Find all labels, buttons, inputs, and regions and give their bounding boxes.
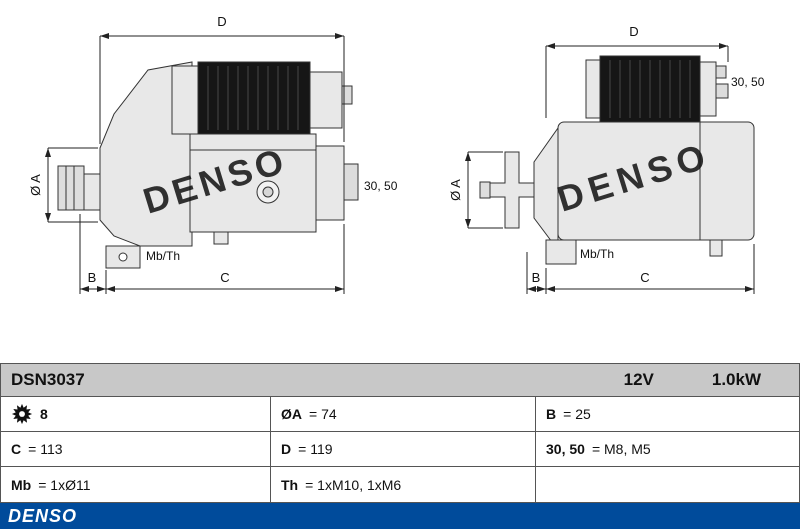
- gear-icon: [11, 403, 33, 425]
- spec-cell-teeth: 8: [1, 397, 271, 432]
- spec-label: 30, 50: [546, 441, 585, 457]
- spec-label: Th: [281, 476, 299, 493]
- dim-c-label-right: C: [640, 270, 649, 285]
- mbth-label-right: Mb/Th: [580, 247, 614, 261]
- spec-value: = M8, M5: [591, 441, 651, 457]
- rear-cap: [315, 145, 359, 221]
- dimension-d: D: [99, 14, 345, 144]
- part-number: DSN3037: [11, 370, 85, 389]
- spec-label: 8: [40, 406, 48, 422]
- technical-drawing: DENSO D Ø A B: [28, 14, 765, 294]
- right-dimensions: D Ø A B C 30, 50 Mb/Th: [448, 24, 765, 294]
- motor-body-right: [557, 121, 755, 257]
- brand-bar: DENSO: [0, 503, 800, 529]
- voltage-value: 12V: [623, 370, 654, 389]
- spec-label: ØA: [281, 406, 302, 422]
- spec-label: Mb: [11, 476, 32, 493]
- spec-label: C: [11, 441, 22, 457]
- spec-cell-c: C = 113: [1, 432, 271, 467]
- terminal-label: 30, 50: [364, 179, 398, 193]
- solenoid-right: [585, 55, 729, 123]
- spec-header: DSN3037 12V 1.0kW: [0, 363, 800, 397]
- dimension-d-right: D: [545, 24, 729, 118]
- spec-cell-empty: [536, 467, 799, 502]
- spec-cell-oa: ØA = 74: [271, 397, 536, 432]
- spec-cell-b: B = 25: [536, 397, 799, 432]
- solenoid: [171, 61, 353, 135]
- dimension-a-right: Ø A: [448, 151, 503, 229]
- spec-grid: 8 ØA = 74 B = 25 C = 113 D = 119 30, 50: [0, 397, 800, 503]
- dim-a-label-right: Ø A: [448, 179, 463, 201]
- spec-value: = 113: [28, 441, 63, 457]
- dimension-a: Ø A: [28, 147, 98, 223]
- dim-b-label: B: [88, 270, 97, 285]
- dim-c-label: C: [220, 270, 229, 285]
- spec-value: = 1xM10, 1xM6: [305, 476, 402, 493]
- dim-a-label: Ø A: [28, 174, 43, 196]
- dimension-b-right: B: [526, 252, 547, 294]
- mounting-foot-right: [545, 239, 577, 265]
- dimension-c: C: [106, 224, 345, 294]
- dim-b-label-right: B: [532, 270, 541, 285]
- shaft-spline: [479, 151, 535, 229]
- dimension-c-right: C: [546, 244, 755, 294]
- spec-cell-mb: Mb = 1xØ11: [1, 467, 271, 502]
- spec-value: = 74: [309, 406, 337, 422]
- dim-d-label: D: [217, 14, 226, 29]
- mounting-foot: [105, 245, 141, 269]
- spec-header-ratings: 12V 1.0kW: [624, 370, 789, 390]
- pinion-gear: [57, 165, 101, 211]
- left-dimensions: D Ø A B C 30, 50 Mb/Th: [28, 14, 398, 294]
- denso-logo: DENSO: [8, 505, 78, 526]
- spec-label: B: [546, 406, 557, 422]
- dimension-b: B: [79, 214, 107, 294]
- spec-cell-d: D = 119: [271, 432, 536, 467]
- spec-cell-terminals: 30, 50 = M8, M5: [536, 432, 799, 467]
- spec-value: = 119: [298, 441, 333, 457]
- spec-value: = 1xØ11: [38, 476, 91, 493]
- spec-table: DSN3037 12V 1.0kW 8 ØA = 74 B: [0, 363, 800, 529]
- spec-value: = 25: [563, 406, 591, 422]
- spec-cell-th: Th = 1xM10, 1xM6: [271, 467, 536, 502]
- power-value: 1.0kW: [711, 370, 761, 389]
- mbth-label: Mb/Th: [146, 249, 180, 263]
- terminal-label-right: 30, 50: [731, 75, 765, 89]
- dim-d-label-right: D: [629, 24, 638, 39]
- spec-label: D: [281, 441, 292, 457]
- right-view: DENSO: [479, 55, 755, 265]
- drive-housing: [99, 61, 193, 247]
- left-view: DENSO: [57, 61, 359, 269]
